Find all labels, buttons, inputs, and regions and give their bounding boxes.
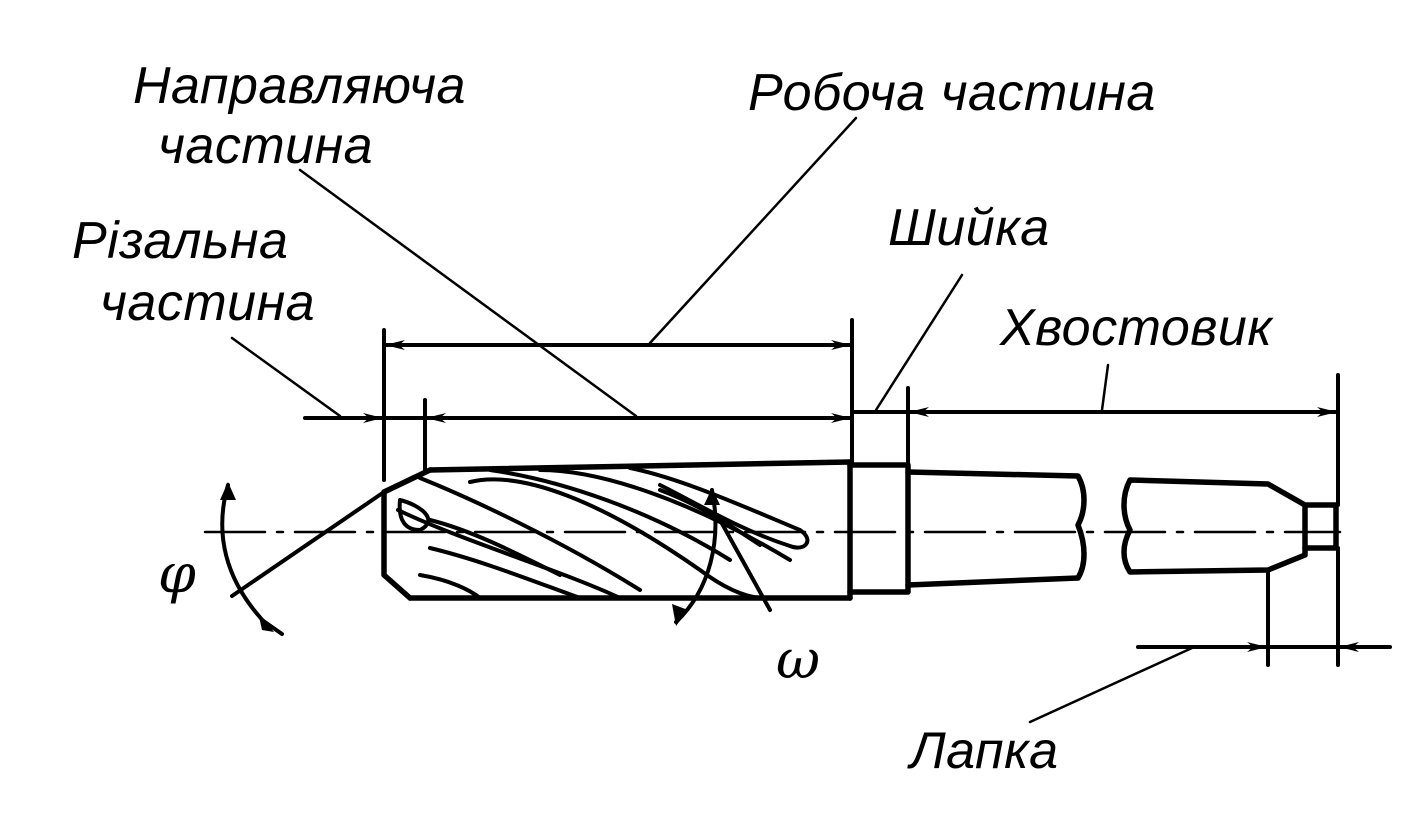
leader-tang (1028, 646, 1194, 724)
leader-shank (1100, 363, 1110, 412)
leader-neck (874, 273, 964, 412)
dimension-lines (303, 318, 1392, 667)
label-tang: Лапка (907, 722, 1059, 780)
cutting-taper-outline (381, 467, 433, 601)
symbol-helix-angle: ω (776, 628, 820, 691)
working-part-top-edge (427, 459, 853, 473)
leader-cutting-part (230, 336, 342, 418)
label-neck: Шийка (888, 199, 1050, 257)
tang-outline (1302, 502, 1339, 551)
symbol-lead-angle: φ (158, 542, 196, 605)
label-cutting-part-line2: частина (100, 274, 315, 332)
leader-working-part (648, 116, 858, 345)
reamer-body (203, 459, 1342, 601)
label-cutting-part-line1: Різальна (72, 212, 288, 270)
shank-outline-left (905, 469, 1087, 588)
label-working-part: Робоча частина (748, 64, 1156, 122)
shank-outline-right (1121, 477, 1308, 575)
label-guide-part-line1: Направляюча (133, 57, 466, 115)
leader-guide-part (298, 168, 638, 418)
label-shank: Хвостовик (999, 299, 1274, 357)
helix-angle-annotation (672, 488, 772, 626)
label-guide-part-line2: частина (158, 117, 373, 175)
lead-angle-annotation (220, 482, 386, 636)
leader-lines (230, 116, 1194, 724)
neck-outline (847, 462, 911, 595)
